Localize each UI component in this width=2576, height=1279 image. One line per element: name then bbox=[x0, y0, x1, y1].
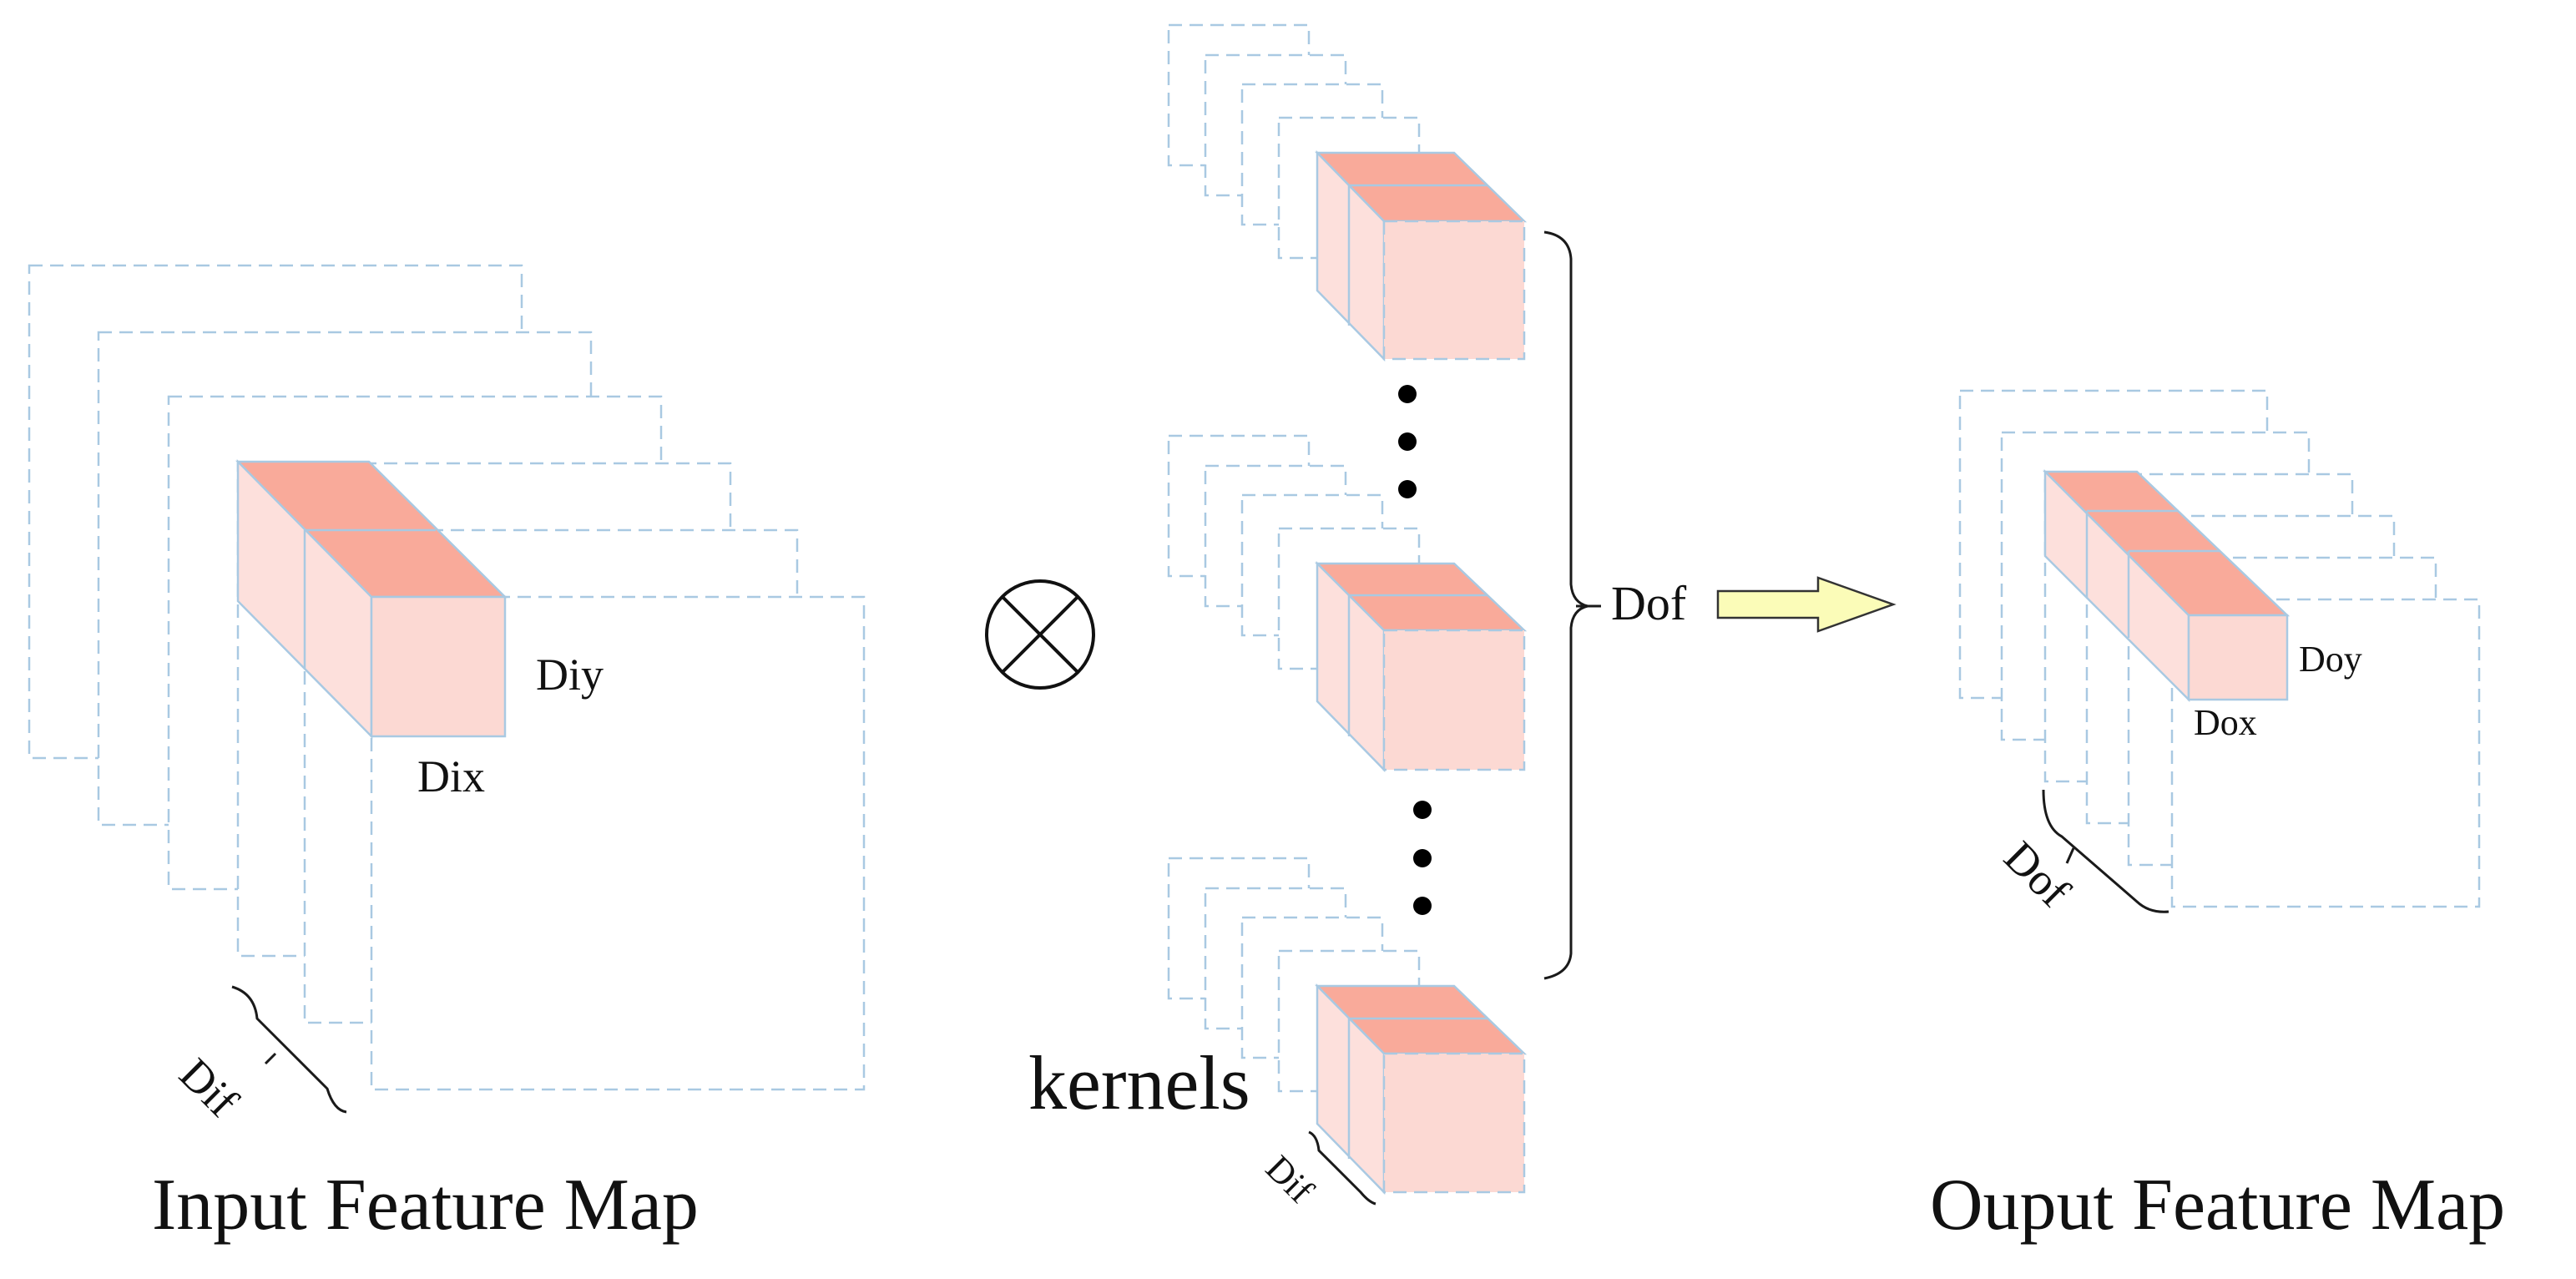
output-dof-brace bbox=[2042, 789, 2169, 913]
output-doy-label: Doy bbox=[2299, 639, 2362, 680]
output-feature-map-title: Ouput Feature Map bbox=[1930, 1165, 2505, 1246]
kernel-ellipsis-1 bbox=[1398, 385, 1417, 498]
output-dox-label: Dox bbox=[2194, 702, 2257, 743]
output-dof-brace-tick bbox=[2065, 847, 2075, 864]
input-dix-label: Dix bbox=[417, 751, 485, 801]
cube-front-face bbox=[370, 595, 507, 738]
kernel-group-bottom: Dif bbox=[1167, 857, 1528, 1211]
output-cube bbox=[2042, 468, 2291, 703]
input-diy-label: Diy bbox=[536, 650, 604, 700]
input-feature-map: Diy Dix Dif Input Feature Map bbox=[28, 264, 866, 1246]
input-feature-map-title: Input Feature Map bbox=[152, 1165, 699, 1246]
dof-label: Dof bbox=[1611, 576, 1687, 630]
kernel-cube bbox=[1315, 149, 1528, 362]
convolution-operator-icon bbox=[985, 579, 1095, 690]
kernel-dif-brace bbox=[1308, 1130, 1376, 1206]
input-dif-label: Dif bbox=[170, 1049, 248, 1126]
input-receptive-field-cube bbox=[235, 458, 508, 740]
kernels-label: kernels bbox=[1028, 1040, 1250, 1125]
input-dif-brace bbox=[231, 985, 347, 1114]
input-dif-brace-tick bbox=[264, 1052, 277, 1065]
kernel-group-top bbox=[1167, 23, 1528, 362]
output-dof-label: Dof bbox=[1995, 832, 2080, 917]
kernel-group-middle bbox=[1167, 434, 1528, 773]
output-feature-map: Doy Dox Dof Ouput Feature Map bbox=[1930, 389, 2505, 1246]
kernel-ellipsis-2 bbox=[1413, 801, 1432, 915]
kernel-cube bbox=[1314, 560, 1528, 773]
kernel-cube bbox=[1315, 983, 1528, 1196]
kernel-dif-label: Dif bbox=[1258, 1147, 1321, 1211]
right-arrow-icon bbox=[1716, 576, 1897, 633]
